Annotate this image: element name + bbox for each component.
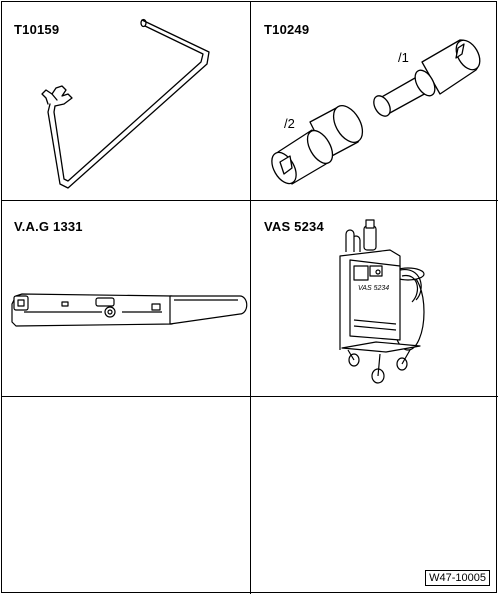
drawing-reference: W47-10005 (425, 570, 490, 586)
part-label-1: /1 (398, 50, 409, 65)
part-label-2: /2 (284, 116, 295, 131)
device-panel-text: VAS 5234 (358, 285, 389, 292)
empty-cell-left (2, 397, 250, 594)
tool-label-t10249: T10249 (264, 22, 310, 37)
grid-divider-horizontal-1 (2, 200, 498, 201)
grid-divider-vertical (250, 2, 251, 594)
tool-drawing-t10249 (271, 39, 481, 185)
tool-drawing-t10159 (41, 18, 210, 189)
empty-cell-right (251, 397, 498, 594)
tool-label-vas5234: VAS 5234 (264, 219, 324, 234)
tool-drawing-vas5234: VAS 5234 (339, 219, 425, 384)
tool-label-vag1331: V.A.G 1331 (14, 219, 83, 234)
grid-divider-horizontal-2 (2, 396, 498, 397)
tool-drawing-vag1331 (11, 293, 248, 327)
tool-label-t10159: T10159 (14, 22, 60, 37)
